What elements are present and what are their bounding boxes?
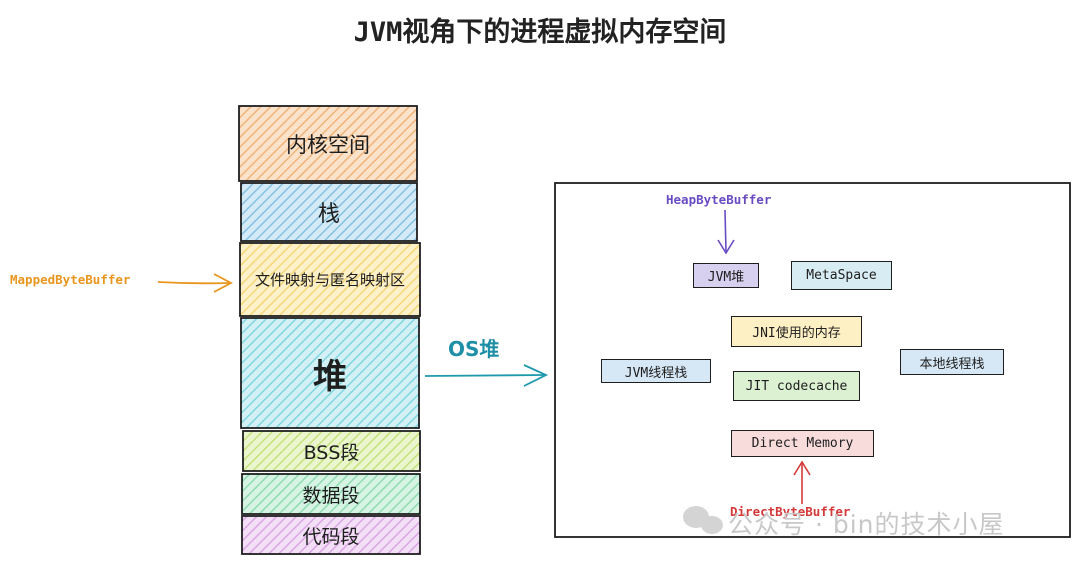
watermark: 公众号 · bin的技术小屋 bbox=[728, 505, 1005, 541]
native-thread-stack-box: 本地线程栈 bbox=[900, 349, 1004, 375]
segment-code-label: 代码段 bbox=[302, 525, 360, 548]
segment-mmap-area-label: 文件映射与匿名映射区 bbox=[254, 271, 405, 289]
segment-heap-label: 堆 bbox=[313, 356, 347, 397]
segment-bss-label: BSS段 bbox=[303, 441, 360, 464]
direct-byte-buffer-label: DirectByteBuffer bbox=[730, 504, 851, 519]
segment-stack bbox=[240, 182, 418, 242]
segment-kernel-space bbox=[238, 105, 418, 182]
jni-memory-box: JNI使用的内存 bbox=[731, 316, 862, 347]
segment-mmap-area bbox=[239, 242, 421, 317]
segment-data bbox=[241, 473, 421, 515]
watermark-text: 公众号 · bin的技术小屋 bbox=[728, 510, 1005, 539]
heap-buffer-arrow bbox=[724, 209, 727, 253]
metaspace-box: MetaSpace bbox=[791, 261, 892, 290]
mapped-buffer-arrowhead bbox=[213, 273, 233, 293]
segment-heap bbox=[240, 317, 420, 429]
jvm-thread-stack-box: JVM线程栈 bbox=[601, 359, 711, 383]
heap-buffer-arrowhead bbox=[717, 239, 735, 255]
segment-kernel-space-label: 内核空间 bbox=[286, 132, 370, 157]
os-heap-label: OS堆 bbox=[448, 337, 500, 361]
direct-memory-box: Direct Memory bbox=[731, 430, 874, 457]
direct-buffer-arrowhead bbox=[793, 460, 811, 476]
diagram-title: JVM视角下的进程虚拟内存空间 bbox=[353, 17, 727, 48]
segment-bss bbox=[242, 430, 421, 472]
mapped-byte-buffer-label: MappedByteBuffer bbox=[10, 272, 131, 287]
mapped-buffer-arrow bbox=[157, 281, 231, 285]
heap-byte-buffer-label: HeapByteBuffer bbox=[666, 192, 772, 207]
segment-data-label: 数据段 bbox=[302, 484, 360, 507]
segment-stack-label: 栈 bbox=[317, 202, 340, 227]
wechat-icon bbox=[683, 506, 723, 534]
os-heap-arrowhead bbox=[523, 364, 549, 387]
os-heap-arrow bbox=[424, 374, 546, 377]
jvm-heap-box: JVM堆 bbox=[693, 263, 759, 288]
jit-codecache-box: JIT codecache bbox=[733, 371, 860, 401]
segment-code bbox=[241, 515, 421, 555]
